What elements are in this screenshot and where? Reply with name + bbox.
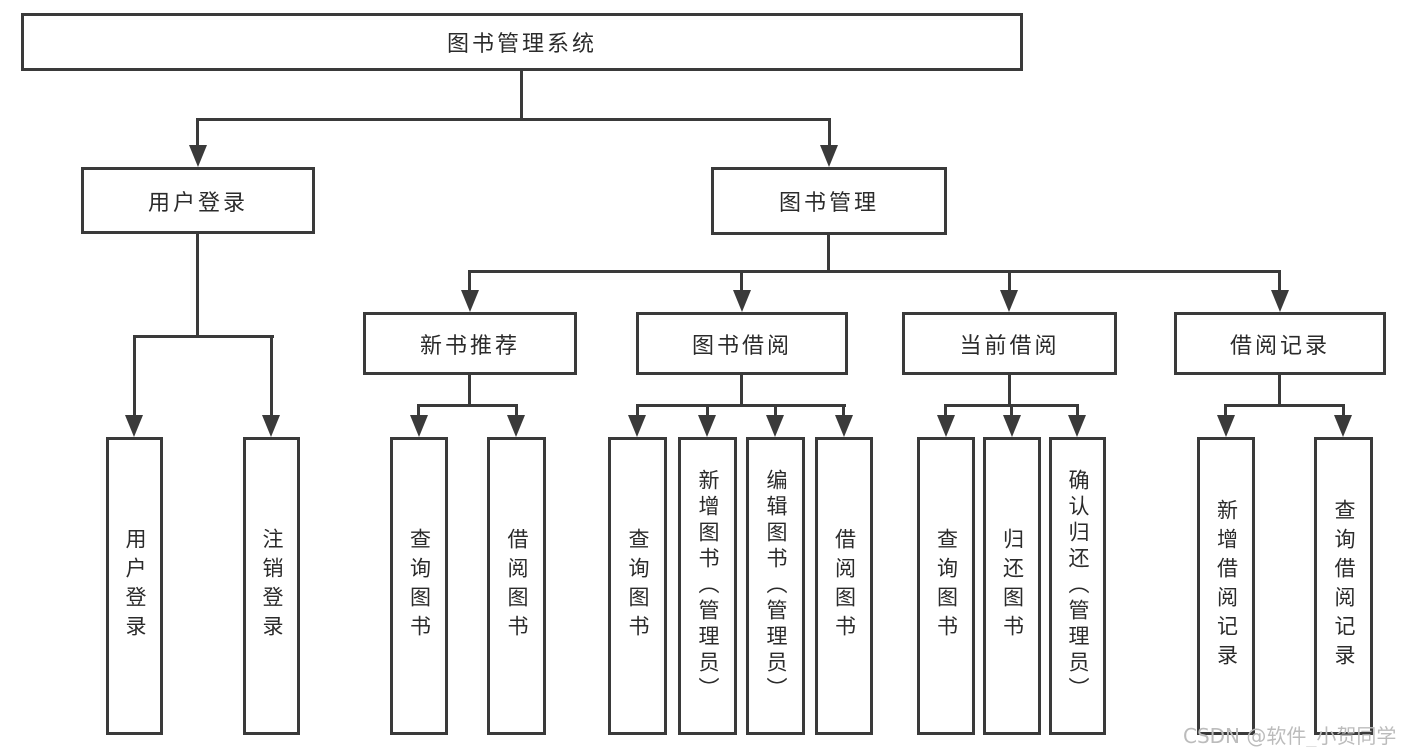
leaf-query-book-1: 查询图书 [390, 437, 448, 735]
leaf-add-book-admin: 新增图书（管理员） [678, 437, 737, 735]
root-node-library-system: 图书管理系统 [21, 13, 1023, 71]
arrowhead [1271, 290, 1289, 312]
arrowhead [820, 145, 838, 167]
connector-borrow-hline [637, 404, 846, 407]
connector-root-right-stem [828, 118, 831, 150]
book-management-node: 图书管理 [711, 167, 947, 235]
leaf-query-borrow-record: 查询借阅记录 [1314, 437, 1373, 735]
leaf-borrow-book-2: 借阅图书 [815, 437, 873, 735]
connector-root-stub [520, 70, 523, 120]
arrowhead [698, 415, 716, 437]
arrowhead [835, 415, 853, 437]
connector-recommend-hline [418, 404, 518, 407]
arrowhead [1217, 415, 1235, 437]
connector-borrow-stem-3 [774, 404, 777, 419]
connector-current-stub [1008, 375, 1011, 406]
leaf-logout: 注销登录 [243, 437, 300, 735]
new-book-recommend-node: 新书推荐 [363, 312, 577, 375]
connector-mgmt-stub [827, 235, 830, 272]
connector-current-stem-3 [1076, 404, 1079, 419]
arrowhead [766, 415, 784, 437]
leaf-return-book: 归还图书 [983, 437, 1041, 735]
arrowhead [937, 415, 955, 437]
arrowhead [507, 415, 525, 437]
connector-root-hline [197, 118, 831, 121]
arrowhead [628, 415, 646, 437]
connector-mgmt-hline [470, 270, 1281, 273]
connector-root-left-stem [196, 118, 199, 150]
connector-recommend-stub [468, 375, 471, 406]
connector-recommend-stem-1 [417, 404, 420, 419]
leaf-confirm-return-admin: 确认归还（管理员） [1049, 437, 1106, 735]
connector-login-stem-2 [270, 335, 273, 415]
arrowhead [189, 145, 207, 167]
leaf-query-book-3: 查询图书 [917, 437, 975, 735]
connector-recommend-stem-2 [515, 404, 518, 419]
current-borrow-node: 当前借阅 [902, 312, 1117, 375]
arrowhead [733, 290, 751, 312]
leaf-borrow-book-1: 借阅图书 [487, 437, 546, 735]
arrowhead [1000, 290, 1018, 312]
csdn-watermark: CSDN @软件_小贺同学 [1183, 724, 1397, 747]
connector-borrow-stub [740, 375, 743, 406]
leaf-add-borrow-record: 新增借阅记录 [1197, 437, 1255, 735]
arrowhead [410, 415, 428, 437]
arrowhead [125, 415, 143, 437]
leaf-edit-book-admin: 编辑图书（管理员） [746, 437, 805, 735]
arrowhead [461, 290, 479, 312]
connector-borrow-stem-4 [842, 404, 845, 419]
connector-login-hline [133, 335, 274, 338]
connector-record-stub [1278, 375, 1281, 406]
arrowhead [1003, 415, 1021, 437]
connector-login-stub [196, 234, 199, 337]
connector-current-stem-1 [944, 404, 947, 419]
connector-login-stem-1 [133, 335, 136, 415]
connector-mgmt-stem-3 [1008, 270, 1011, 292]
connector-mgmt-stem-2 [740, 270, 743, 292]
connector-record-stem-1 [1224, 404, 1227, 419]
connector-borrow-stem-2 [706, 404, 709, 419]
connector-record-hline [1225, 404, 1345, 407]
leaf-user-login: 用户登录 [106, 437, 163, 735]
user-login-node: 用户登录 [81, 167, 315, 234]
leaf-query-book-2: 查询图书 [608, 437, 667, 735]
arrowhead [1068, 415, 1086, 437]
connector-current-stem-2 [1010, 404, 1013, 419]
connector-mgmt-stem-1 [468, 270, 471, 292]
connector-borrow-stem-1 [636, 404, 639, 419]
arrowhead [262, 415, 280, 437]
connector-record-stem-2 [1342, 404, 1345, 419]
borrow-record-node: 借阅记录 [1174, 312, 1386, 375]
book-borrow-node: 图书借阅 [636, 312, 848, 375]
arrowhead [1334, 415, 1352, 437]
connector-mgmt-stem-4 [1278, 270, 1281, 292]
